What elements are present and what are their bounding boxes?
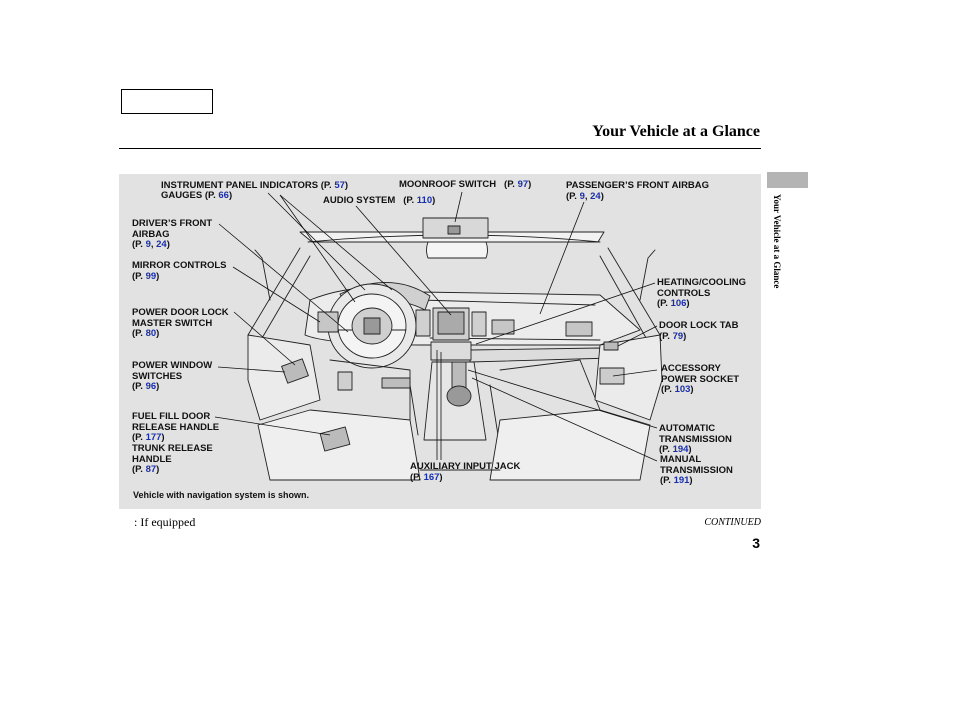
callout-automatic-transmission[interactable]: AUTOMATIC TRANSMISSION (P. 194) <box>659 423 732 455</box>
callout-manual-transmission[interactable]: MANUAL TRANSMISSION (P. 191) <box>660 454 733 486</box>
callout-door-lock-tab[interactable]: DOOR LOCK TAB (P. 79) <box>659 320 739 342</box>
callout-trunk-release-handle[interactable]: TRUNK RELEASE HANDLE (P. 87) <box>132 443 213 475</box>
page-number: 3 <box>752 535 760 551</box>
if-equipped-footnote: : If equipped <box>134 515 196 529</box>
callout-heating-cooling-controls[interactable]: HEATING/COOLING CONTROLS (P. 106) <box>657 277 747 309</box>
navigation-note: Vehicle with navigation system is shown. <box>133 490 310 500</box>
callout-mirror-controls[interactable]: MIRROR CONTROLS (P. 99) <box>132 260 227 282</box>
page-title: Your Vehicle at a Glance <box>592 123 760 140</box>
continued-label: CONTINUED <box>704 517 761 528</box>
title-rule <box>119 148 761 149</box>
header-box <box>121 89 213 114</box>
callout-audio-system[interactable]: AUDIO SYSTEM (P. 110) <box>323 195 436 206</box>
callout-accessory-power-socket[interactable]: ACCESSORY POWER SOCKET (P. 103) <box>661 363 740 395</box>
callout-power-door-lock-master-switch[interactable]: POWER DOOR LOCK MASTER SWITCH (P. 80) <box>132 307 229 339</box>
side-tab-label: Your Vehicle at a Glance <box>772 194 782 289</box>
side-tab-marker <box>767 172 808 188</box>
callout-moonroof-switch[interactable]: MOONROOF SWITCH (P. 97) <box>399 179 532 190</box>
callout-fuel-fill-door-release-handle[interactable]: FUEL FILL DOOR RELEASE HANDLE (P. 177) <box>132 411 220 443</box>
callout-power-window-switches[interactable]: POWER WINDOW SWITCHES (P. 96) <box>132 360 213 392</box>
callout-passengers-front-airbag[interactable]: PASSENGER’S FRONT AIRBAG (P. 9, 24) <box>566 180 710 202</box>
callout-gauges[interactable]: GAUGES (P. 66) <box>161 190 233 201</box>
callout-drivers-front-airbag[interactable]: DRIVER’S FRONT AIRBAG (P. 9, 24) <box>132 218 213 250</box>
callout-instrument-panel-indicators[interactable]: INSTRUMENT PANEL INDICATORS (P. 57) <box>161 180 349 191</box>
callout-auxiliary-input-jack[interactable]: AUXILIARY INPUT JACK (P. 167) <box>410 461 521 483</box>
